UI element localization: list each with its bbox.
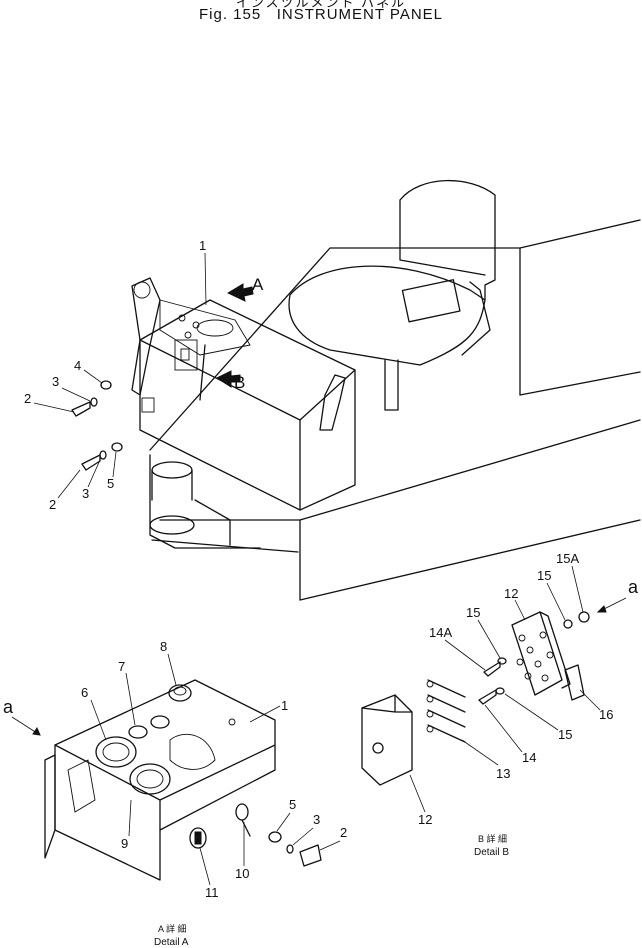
callout-13: 13	[496, 766, 510, 781]
callout-4: 4	[74, 358, 81, 373]
detail-a-caption: A 詳 細 Detail A	[154, 923, 189, 948]
detail-b: a 12 15 15A 15 14A 16 15 14 13 12 B 詳 細	[361, 551, 639, 858]
button-8	[168, 684, 192, 702]
callout-3: 3	[313, 812, 320, 827]
detail-b-hardware	[426, 611, 590, 743]
callout-5: 5	[107, 476, 114, 491]
callout-14a: 14A	[429, 625, 452, 640]
plate-16	[564, 664, 585, 701]
detail-a-hardware	[268, 831, 322, 867]
callout-16: 16	[599, 707, 613, 722]
indicator-7	[128, 715, 170, 739]
side-lever	[319, 374, 346, 431]
figure-title-japanese: インスツルメント パネル	[235, 0, 407, 10]
callout-15: 15	[466, 605, 480, 620]
callout-9: 9	[121, 836, 128, 851]
callout-7: 7	[118, 659, 125, 674]
detail-b-callouts: 12 15 15A 15 14A 16 15 14 13 12	[409, 551, 613, 827]
callout-15a: 15A	[556, 551, 579, 566]
view-arrow-a: A	[226, 275, 264, 302]
callout-12: 12	[418, 812, 432, 827]
main-callouts: 1 4 3 2 2 3 5	[24, 238, 207, 512]
gauge-lower	[129, 763, 171, 795]
control-lever	[131, 277, 161, 413]
callout-10: 10	[235, 866, 249, 881]
callout-2: 2	[49, 497, 56, 512]
callout-15: 15	[558, 727, 572, 742]
pointer-a-label: a	[628, 577, 639, 597]
figure-name: INSTRUMENT PANEL	[276, 6, 444, 23]
callout-15: 15	[537, 568, 551, 583]
console-box	[139, 299, 356, 511]
switch-10	[235, 803, 251, 837]
callout-5: 5	[289, 797, 296, 812]
pointer-a-left: a	[3, 697, 41, 736]
callout-11: 11	[205, 885, 219, 900]
panel-plate	[44, 679, 276, 881]
callout-12: 12	[504, 586, 518, 601]
callout-1: 1	[199, 238, 206, 253]
base-frame	[149, 454, 261, 549]
callout-3: 3	[82, 486, 89, 501]
callout-14: 14	[522, 750, 536, 765]
callout-6: 6	[81, 685, 88, 700]
callout-3: 3	[52, 374, 59, 389]
detail-a: a 1 6 7 8 9 10 11 5 3 2 A 詳 細	[3, 639, 347, 948]
operator-seat	[288, 179, 496, 411]
detail-a-caption-jp: A 詳 細	[158, 923, 187, 934]
view-arrow-b: B	[215, 370, 245, 392]
callout-8: 8	[160, 639, 167, 654]
detail-b-caption-en: Detail B	[474, 847, 509, 858]
switch-11	[189, 827, 207, 849]
figure-number: Fig. 155	[198, 6, 262, 23]
detail-a-caption-en: Detail A	[154, 937, 189, 948]
arrow-b-label: B	[234, 373, 245, 392]
arrow-a-label: A	[252, 275, 264, 294]
callout-1: 1	[281, 698, 288, 713]
callout-2: 2	[24, 391, 31, 406]
gauge-6	[95, 736, 137, 768]
cover-12	[361, 694, 413, 786]
detail-b-caption-jp: B 詳 細	[478, 833, 507, 844]
pointer-a-label: a	[3, 697, 14, 717]
main-view: A B 1 4 3 2 2 3 5	[24, 179, 641, 601]
terminal-block-12	[511, 611, 571, 696]
detail-b-caption: B 詳 細 Detail B	[474, 833, 509, 858]
callout-2: 2	[340, 825, 347, 840]
pointer-a-right: a	[596, 577, 639, 613]
detail-a-callouts: 1 6 7 8 9 10 11 5 3 2	[81, 639, 347, 900]
main-hardware	[71, 380, 123, 471]
figure-title: Fig. 155 INSTRUMENT PANEL	[0, 6, 642, 23]
